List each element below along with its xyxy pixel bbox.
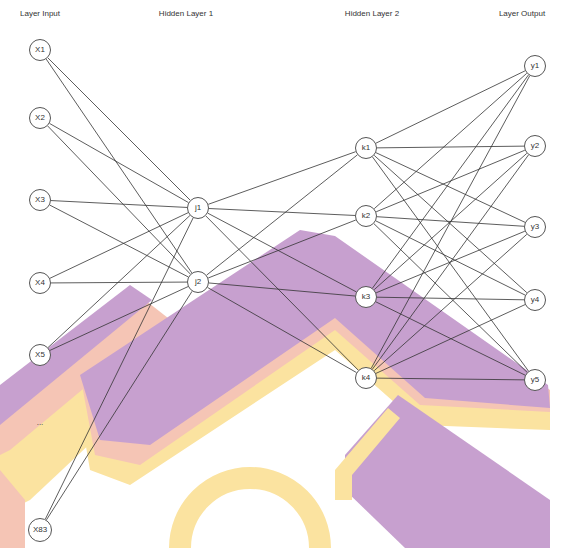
neuron-circle: j1 xyxy=(187,197,209,219)
neuron-label: y2 xyxy=(531,142,539,150)
weight-connection xyxy=(48,58,190,200)
weight-connection xyxy=(376,71,525,143)
neuron-label: X2 xyxy=(35,114,45,122)
neuron-label: X83 xyxy=(33,526,47,534)
weight-connection xyxy=(376,221,525,295)
neuron-circle: k2 xyxy=(355,205,377,227)
layer-heading: Hidden Layer 2 xyxy=(345,10,399,18)
weight-connection xyxy=(208,213,357,292)
neuron-circle: X3 xyxy=(29,189,51,211)
weight-connection xyxy=(208,287,357,372)
neuron-label: X1 xyxy=(35,46,45,54)
neuron-circle: X5 xyxy=(29,344,51,366)
weight-connection xyxy=(50,213,188,279)
neuron-label: y1 xyxy=(531,62,539,70)
layer-heading: Layer Input xyxy=(20,10,60,18)
weight-connection xyxy=(45,218,193,519)
neuron-circle: X2 xyxy=(29,107,51,129)
neuron-label: k4 xyxy=(362,374,370,382)
purple-chevron xyxy=(80,230,550,445)
weight-connection xyxy=(48,126,191,274)
neuron-circle: k1 xyxy=(355,137,377,159)
weight-connection xyxy=(207,155,358,275)
neuron-label: X3 xyxy=(35,196,45,204)
neuron-circle: j2 xyxy=(187,271,209,293)
weight-connection xyxy=(51,201,187,208)
neuron-label: X5 xyxy=(35,351,45,359)
neuron-circle: X83 xyxy=(28,518,52,542)
yellow-edge xyxy=(335,408,400,500)
weight-connection xyxy=(50,287,188,351)
weight-connection xyxy=(46,291,192,520)
neuron-label: j2 xyxy=(195,278,201,286)
neuron-label: y3 xyxy=(531,223,539,231)
yellow-arc xyxy=(180,478,320,548)
weight-connection xyxy=(377,297,524,300)
weight-connection xyxy=(372,155,528,369)
neuron-label: y5 xyxy=(531,376,539,384)
neuron-label: y4 xyxy=(531,296,539,304)
weight-connection xyxy=(50,205,188,277)
neuron-label: k3 xyxy=(362,293,370,301)
layer-heading: Layer Output xyxy=(499,10,545,18)
weight-connection xyxy=(376,305,525,374)
weight-connection xyxy=(374,234,527,370)
neuron-circle: X4 xyxy=(29,272,51,294)
neuron-label: k2 xyxy=(362,212,370,220)
neuron-label: X4 xyxy=(35,279,45,287)
neuron-circle: y3 xyxy=(524,216,546,238)
neuron-circle: k4 xyxy=(355,367,377,389)
weight-connection xyxy=(377,146,524,148)
weight-connection xyxy=(209,283,355,296)
weight-connection xyxy=(372,75,528,288)
purple-block xyxy=(345,395,550,548)
neuron-circle: y1 xyxy=(524,55,546,77)
neuron-circle: y4 xyxy=(524,289,546,311)
weight-connection xyxy=(209,209,355,216)
weight-connection xyxy=(371,76,530,369)
weight-connection xyxy=(208,152,355,205)
weight-connection xyxy=(50,123,189,202)
weight-connection xyxy=(376,302,525,375)
neuron-circle: y2 xyxy=(524,135,546,157)
weight-connection xyxy=(206,216,359,370)
weight-connection xyxy=(374,224,527,373)
weight-connection xyxy=(208,220,356,278)
layer-heading: Hidden Layer 1 xyxy=(159,10,213,18)
ellipsis-label: ... xyxy=(37,419,44,427)
neuron-circle: k3 xyxy=(355,286,377,308)
neuron-circle: X1 xyxy=(29,39,51,61)
weight-connection xyxy=(377,378,524,380)
neuron-label: j1 xyxy=(195,204,201,212)
neuron-circle: y5 xyxy=(524,369,546,391)
weight-connection xyxy=(374,155,527,292)
pink-corner xyxy=(0,470,25,548)
neuron-label: k1 xyxy=(362,144,370,152)
